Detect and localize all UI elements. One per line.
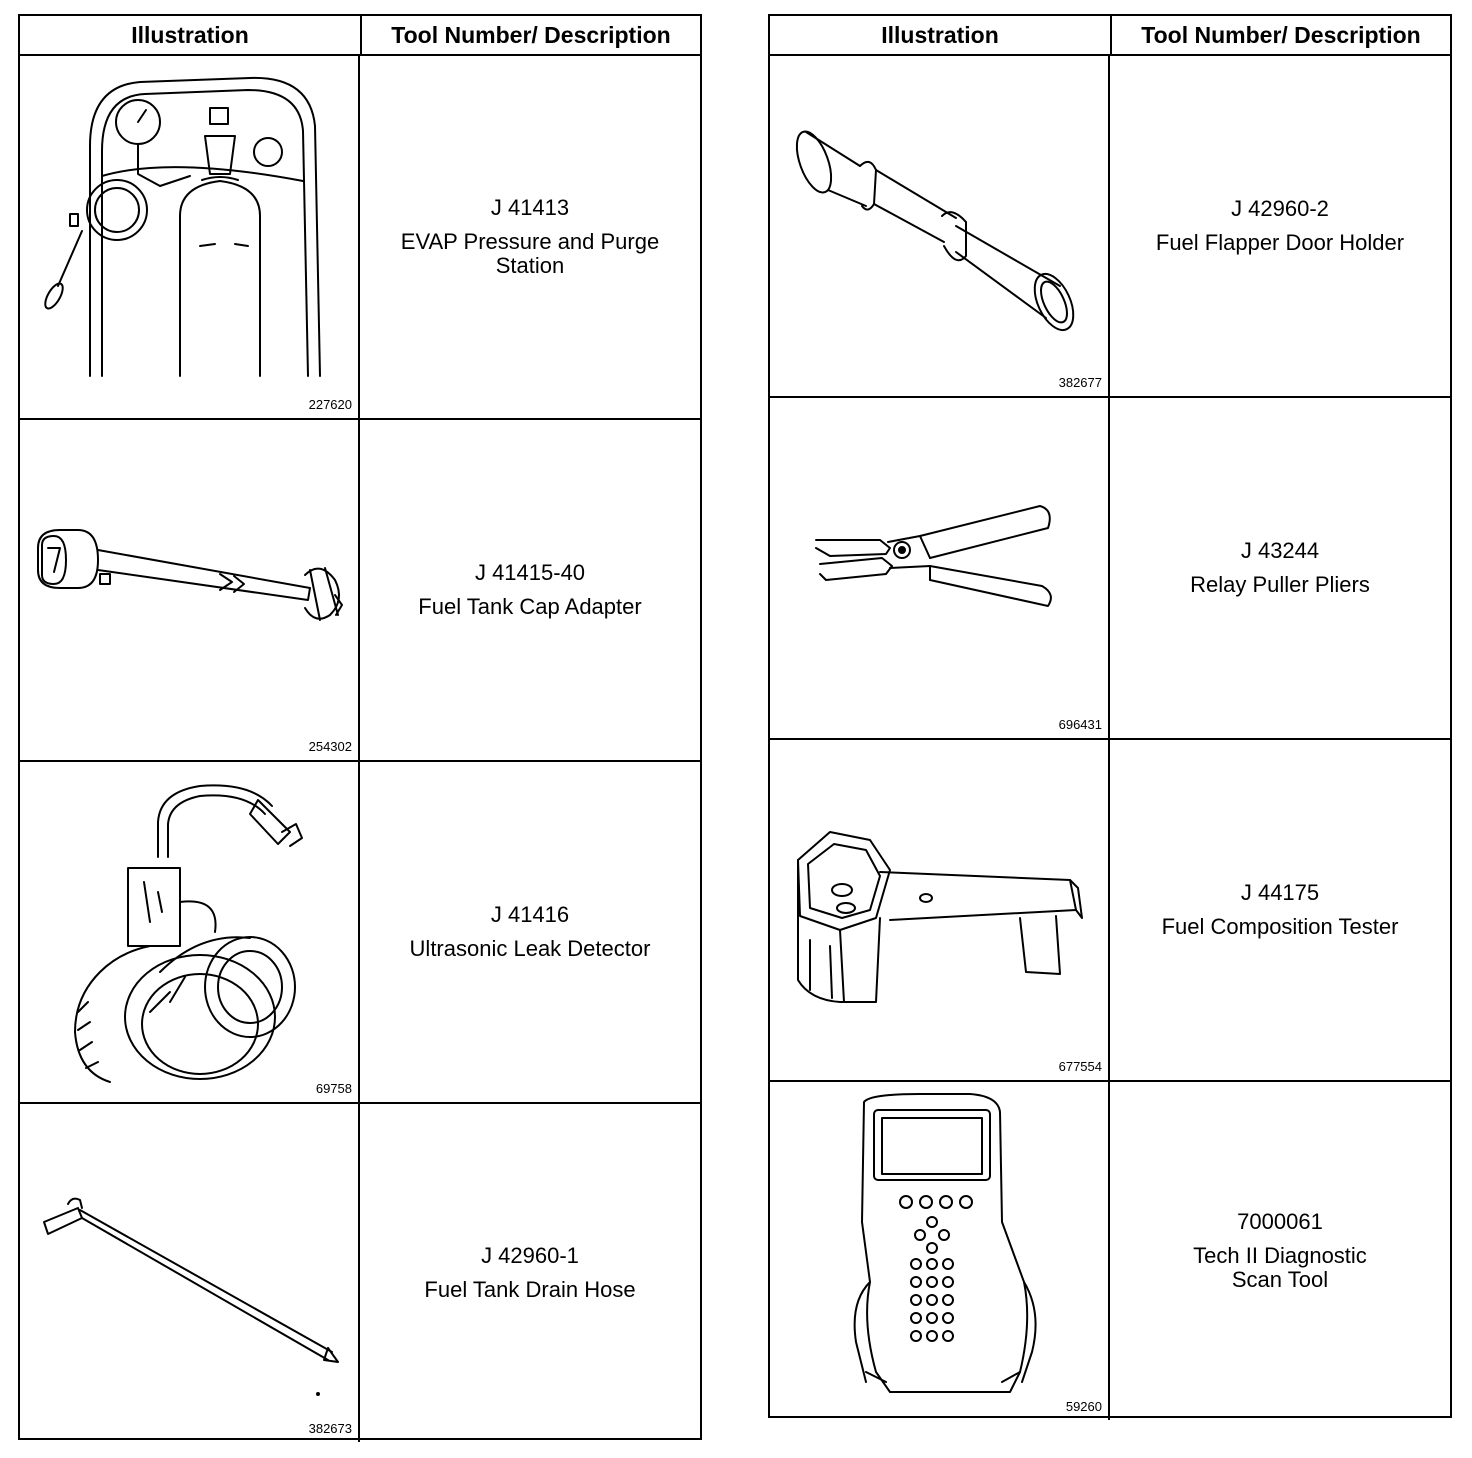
header-tool-description: Tool Number/ Description: [1141, 21, 1421, 48]
table-header: Illustration Tool Number/ Description: [770, 16, 1450, 56]
tool-description: Ultrasonic Leak Detector: [409, 936, 651, 961]
tool-description: Tech II Diagnostic Scan Tool: [1193, 1243, 1367, 1292]
table-header: Illustration Tool Number/ Description: [20, 16, 700, 56]
tool-description-cell: J 44175 Fuel Composition Tester: [1110, 740, 1450, 1080]
tools-table-left: Illustration Tool Number/ Description: [18, 14, 702, 1442]
tool-row: 254302 J 41415-40 Fuel Tank Cap Adapter: [20, 420, 700, 762]
tool-number: 7000061: [1237, 1209, 1323, 1234]
tool-number: J 41415-40: [474, 560, 586, 585]
tool-row: 677554 J 44175 Fuel Composition Tester: [770, 740, 1450, 1082]
tool-description-cell: J 41416 Ultrasonic Leak Detector: [360, 762, 700, 1102]
figure-number: 382677: [1058, 375, 1102, 390]
tool-description-cell: J 42960-1 Fuel Tank Drain Hose: [360, 1104, 700, 1442]
tool-description: EVAP Pressure and Purge Station: [400, 229, 660, 278]
tool-row: 69758 J 41416 Ultrasonic Leak Detector: [20, 762, 700, 1104]
tool-number: J 42960-2: [1231, 196, 1329, 221]
figure-number: 254302: [308, 739, 352, 754]
tool-description: Fuel Flapper Door Holder: [1155, 230, 1405, 255]
tool-row: 382677 J 42960-2 Fuel Flapper Door Holde…: [770, 56, 1450, 398]
illustration-cell: 382677: [770, 56, 1110, 396]
tool-row: 382673 J 42960-1 Fuel Tank Drain Hose: [20, 1104, 700, 1442]
tool-description: Fuel Composition Tester: [1161, 914, 1399, 939]
tool-description: Fuel Tank Drain Hose: [424, 1277, 636, 1302]
leak-detector-icon: [74, 784, 303, 1083]
illustration-cell: 696431: [770, 398, 1110, 738]
tool-row: 696431 J 43244 Relay Puller Pliers: [770, 398, 1450, 740]
tool-row: 227620 J 41413 EVAP Pressure and Purge S…: [20, 56, 700, 420]
cap-adapter-icon: [37, 529, 343, 621]
composition-tester-icon: [797, 831, 1083, 1003]
header-tool-description: Tool Number/ Description: [391, 21, 671, 48]
figure-number: 59260: [1065, 1399, 1102, 1414]
tool-description: Relay Puller Pliers: [1190, 572, 1370, 597]
figure-number: 696431: [1058, 717, 1102, 732]
illustration-cell: 382673: [20, 1104, 360, 1442]
tool-number: J 44175: [1240, 880, 1320, 905]
tools-table-right: Illustration Tool Number/ Description 38…: [768, 14, 1452, 1420]
evap-station-icon: [44, 76, 321, 377]
tool-description-cell: J 41415-40 Fuel Tank Cap Adapter: [360, 420, 700, 760]
tool-description-cell: J 41413 EVAP Pressure and Purge Station: [360, 56, 700, 418]
door-holder-icon: [795, 130, 1075, 332]
illustration-cell: 254302: [20, 420, 360, 760]
illustration-cell: 227620: [20, 56, 360, 418]
scan-tool-icon: [853, 1093, 1037, 1393]
tool-description-cell: J 43244 Relay Puller Pliers: [1110, 398, 1450, 738]
pliers-icon: [815, 505, 1052, 607]
illustration-cell: 677554: [770, 740, 1110, 1080]
tool-description-cell: 7000061 Tech II Diagnostic Scan Tool: [1110, 1082, 1450, 1420]
tool-row: 59260 7000061 Tech II Diagnostic Scan To…: [770, 1082, 1450, 1420]
illustration-cell: 69758: [20, 762, 360, 1102]
figure-number: 677554: [1058, 1059, 1102, 1074]
figure-number: 382673: [308, 1421, 352, 1436]
tool-number: J 43244: [1240, 538, 1320, 563]
header-illustration: Illustration: [20, 16, 362, 54]
illustration-cell: 59260: [770, 1082, 1110, 1420]
header-illustration: Illustration: [770, 16, 1112, 54]
drain-hose-icon: [43, 1197, 339, 1396]
tool-number: J 42960-1: [481, 1243, 579, 1268]
tool-number: J 41413: [490, 195, 570, 220]
figure-number: 227620: [308, 397, 352, 412]
tool-description: Fuel Tank Cap Adapter: [418, 594, 642, 619]
tool-description-cell: J 42960-2 Fuel Flapper Door Holder: [1110, 56, 1450, 396]
figure-number: 69758: [315, 1081, 352, 1096]
tool-number: J 41416: [490, 902, 570, 927]
